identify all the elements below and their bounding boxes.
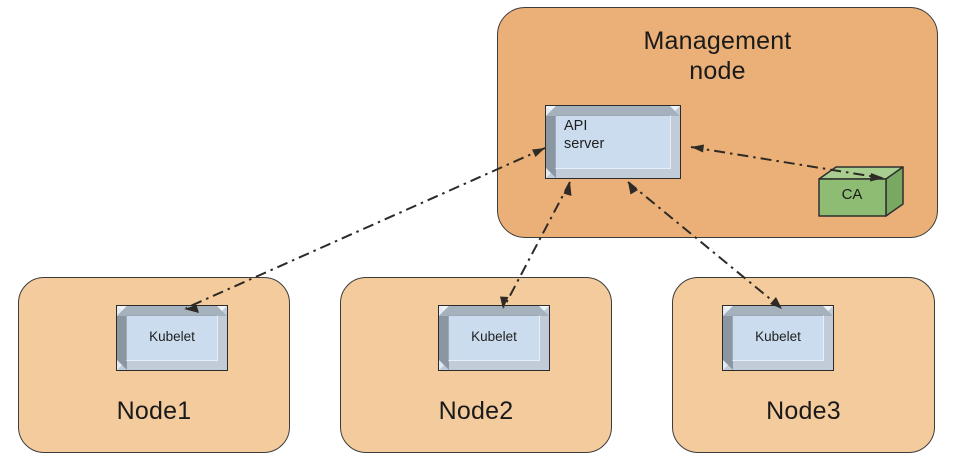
kubelet-box-1[interactable] xyxy=(116,305,228,371)
kubelet-1-face xyxy=(126,315,218,361)
api-server-label-line-2: server xyxy=(564,136,605,152)
kubelet-box-2[interactable] xyxy=(438,305,550,371)
kubelet-1-bevel-bottom xyxy=(117,306,227,316)
api-server-label-line-1: API xyxy=(564,118,588,134)
kubelet-2-bevel-bottom xyxy=(439,306,549,316)
api-server-box[interactable] xyxy=(545,105,681,179)
kubelet-3-bevel-bottom xyxy=(723,306,833,316)
worker-node-label-3: Node3 xyxy=(766,397,841,425)
kubelet-1-bevel-right xyxy=(117,306,127,370)
kubelet-label-3: Kubelet xyxy=(755,329,801,344)
api-server-face xyxy=(555,115,671,169)
worker-node-label-2: Node2 xyxy=(438,397,514,425)
management-node-label-line-2: node xyxy=(689,57,746,85)
kubelet-2-bevel-right xyxy=(439,306,449,370)
kubelet-label-1: Kubelet xyxy=(149,329,195,344)
kubelet-3-bevel-right xyxy=(723,306,733,370)
ca-label: CA xyxy=(841,186,863,203)
kubelet-label-2: Kubelet xyxy=(471,329,517,344)
api-server-label: API server xyxy=(564,117,604,153)
worker-node-label-1: Node1 xyxy=(116,397,192,425)
kubelet-2-face xyxy=(448,315,540,361)
api-server-bevel-right xyxy=(546,106,556,178)
kubelet-3-face xyxy=(732,315,824,361)
management-node-label-line-1: Management xyxy=(643,27,792,55)
api-server-bevel-bottom xyxy=(546,106,680,116)
